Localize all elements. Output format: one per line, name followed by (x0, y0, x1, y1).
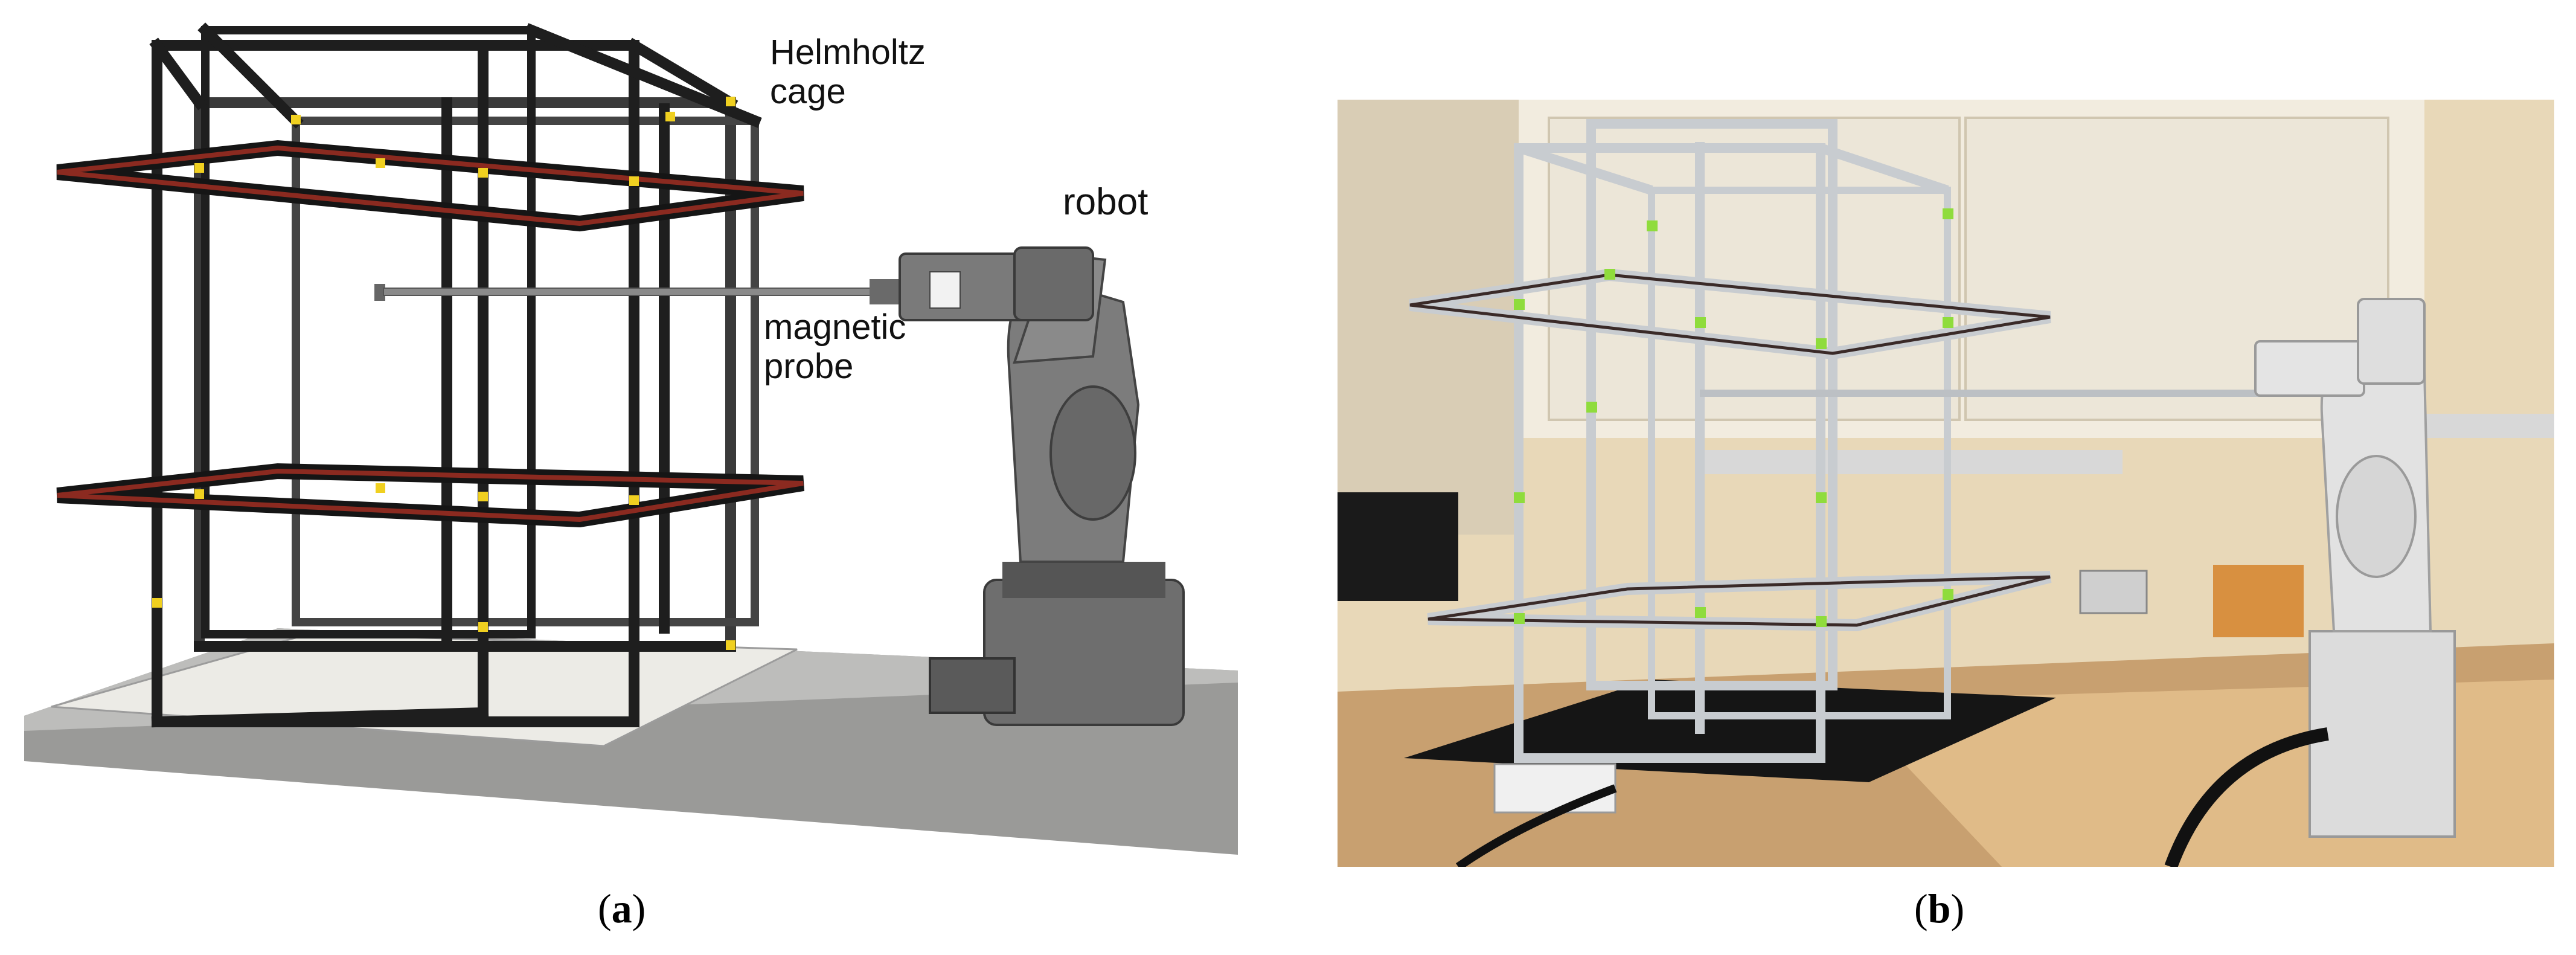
helmholtz-cage (149, 22, 762, 728)
caption-a: (a) (598, 886, 646, 931)
caption-b-letter: b (1927, 886, 1951, 931)
upper-coil (56, 140, 804, 232)
label-probe-line2: probe (764, 346, 854, 386)
cad-rendering (24, 22, 1238, 855)
monitor (1338, 492, 1458, 601)
label-robot: robot (1063, 181, 1149, 223)
lower-coil (56, 463, 805, 528)
lab-photograph (1338, 100, 2554, 867)
label-helmholtz-line2: cage (770, 71, 846, 111)
robot-arm (899, 246, 1185, 726)
caption-b: (b) (1914, 886, 1965, 931)
power-strip (1493, 763, 1616, 814)
label-magnetic-probe: magnetic probe (764, 307, 906, 387)
label-helmholtz-cage: Helmholtz cage (770, 33, 926, 112)
cage-clips (152, 97, 735, 650)
label-helmholtz-line1: Helmholtz (770, 33, 926, 72)
magnetic-probe (374, 279, 906, 304)
probe-rod (1700, 390, 2267, 397)
cad-rendering-panel: Helmholtz cage robot magnetic probe (24, 18, 1244, 864)
label-probe-line1: magnetic (764, 307, 906, 347)
lab-photograph-panel (1338, 100, 2554, 867)
white-robot-arm (2254, 298, 2456, 838)
green-clips (1514, 208, 1953, 627)
caption-a-letter: a (611, 886, 632, 931)
